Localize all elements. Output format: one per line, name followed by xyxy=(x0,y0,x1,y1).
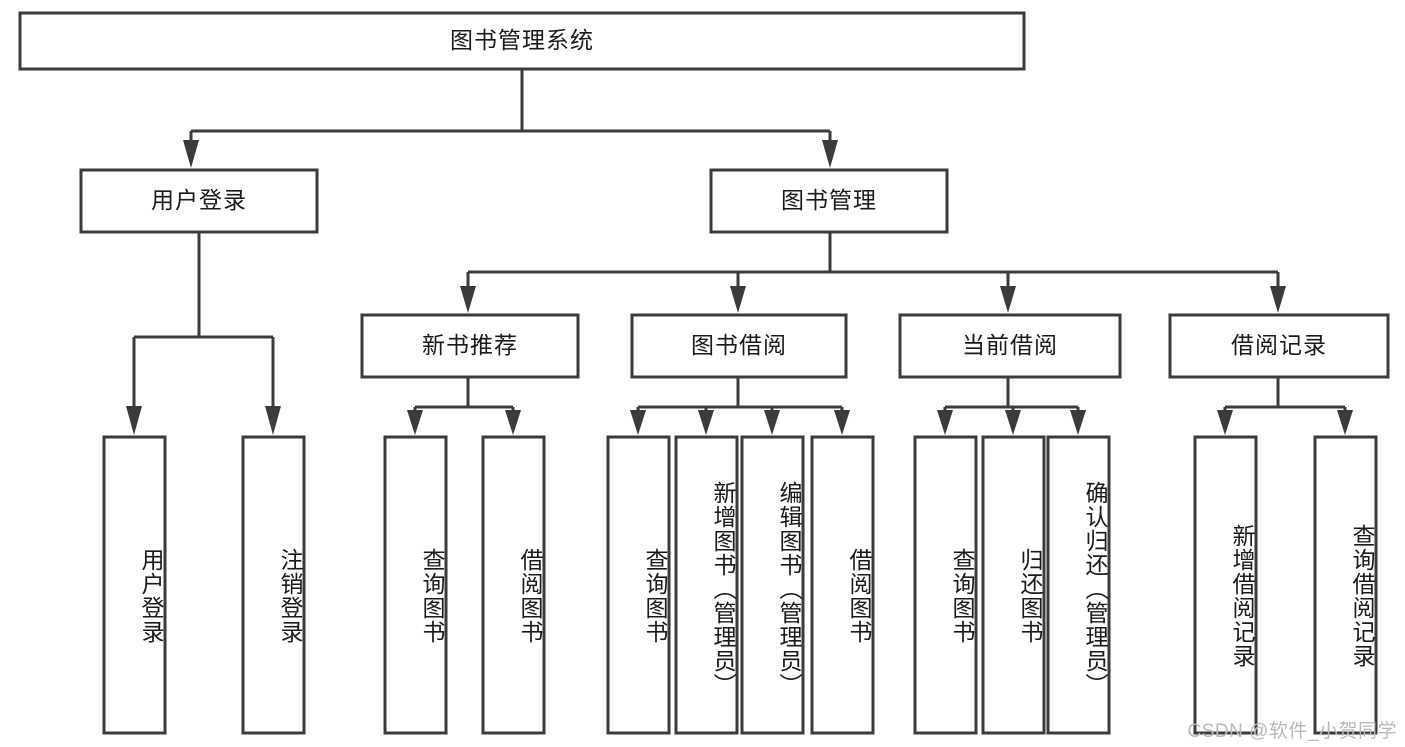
arrow-head-leaf-query-book-borrow xyxy=(630,410,646,435)
node-box-leaf-user-login[interactable] xyxy=(102,435,167,735)
node-box-leaf-query-book-borrow[interactable] xyxy=(606,435,671,735)
arrow-head-book-management xyxy=(822,140,838,168)
node-box-leaf-add-book-admin[interactable] xyxy=(674,435,739,735)
arrow-head-user-login xyxy=(183,140,199,168)
node-box-leaf-edit-book-admin[interactable] xyxy=(740,435,805,735)
connector-group-user-login xyxy=(126,232,281,435)
node-box-leaf-query-book-recommend[interactable] xyxy=(383,435,448,735)
arrow-head-leaf-edit-book-admin xyxy=(764,410,780,435)
watermark-text: CSDN @软件_小贺同学 xyxy=(1187,721,1397,742)
arrow-head-leaf-add-borrow-record xyxy=(1217,410,1233,435)
node-box-leaf-query-borrow-record[interactable] xyxy=(1313,435,1378,735)
arrow-head-leaf-logout xyxy=(265,406,281,435)
connector-group-new-book-recommend xyxy=(407,377,521,435)
node-box-book-management[interactable] xyxy=(709,168,949,234)
arrow-head-leaf-borrow-book-recommend xyxy=(505,410,521,435)
connector-group-current-borrow xyxy=(937,377,1086,435)
node-box-current-borrow[interactable] xyxy=(898,313,1122,379)
arrow-head-leaf-borrow-book xyxy=(834,410,850,435)
arrow-head-current-borrow xyxy=(1000,286,1016,313)
arrow-head-leaf-query-book-recommend xyxy=(407,410,423,435)
arrow-head-leaf-add-book-admin xyxy=(698,410,714,435)
connector-group-book-borrow xyxy=(630,377,850,435)
node-box-book-borrow[interactable] xyxy=(630,313,848,379)
node-box-new-book-recommend[interactable] xyxy=(360,313,580,379)
node-box-borrow-record[interactable] xyxy=(1168,313,1390,379)
arrow-head-leaf-query-borrow-record xyxy=(1337,410,1353,435)
arrow-head-leaf-confirm-return-admin xyxy=(1070,410,1086,435)
arrow-head-book-borrow xyxy=(730,286,746,313)
node-box-leaf-logout[interactable] xyxy=(241,435,306,735)
arrow-head-new-book-recommend xyxy=(460,286,476,313)
connector-group-root xyxy=(183,69,838,168)
node-box-leaf-borrow-book-recommend[interactable] xyxy=(481,435,546,735)
node-box-leaf-return-book[interactable] xyxy=(981,435,1046,735)
node-box-leaf-query-book-current[interactable] xyxy=(913,435,978,735)
node-box-leaf-borrow-book[interactable] xyxy=(810,435,875,735)
node-box-leaf-add-borrow-record[interactable] xyxy=(1193,435,1258,735)
arrow-head-leaf-return-book xyxy=(1005,410,1021,435)
node-rectangles xyxy=(18,11,1390,735)
node-box-user-login[interactable] xyxy=(79,168,319,234)
connector-group-borrow-record xyxy=(1217,377,1353,435)
node-box-leaf-confirm-return-admin[interactable] xyxy=(1046,435,1111,735)
arrow-head-borrow-record xyxy=(1270,286,1286,313)
arrow-head-leaf-query-book-current xyxy=(937,410,953,435)
arrow-head-leaf-user-login xyxy=(126,406,142,435)
connector-group-book-management xyxy=(460,232,1286,313)
node-box-root[interactable] xyxy=(18,11,1026,71)
